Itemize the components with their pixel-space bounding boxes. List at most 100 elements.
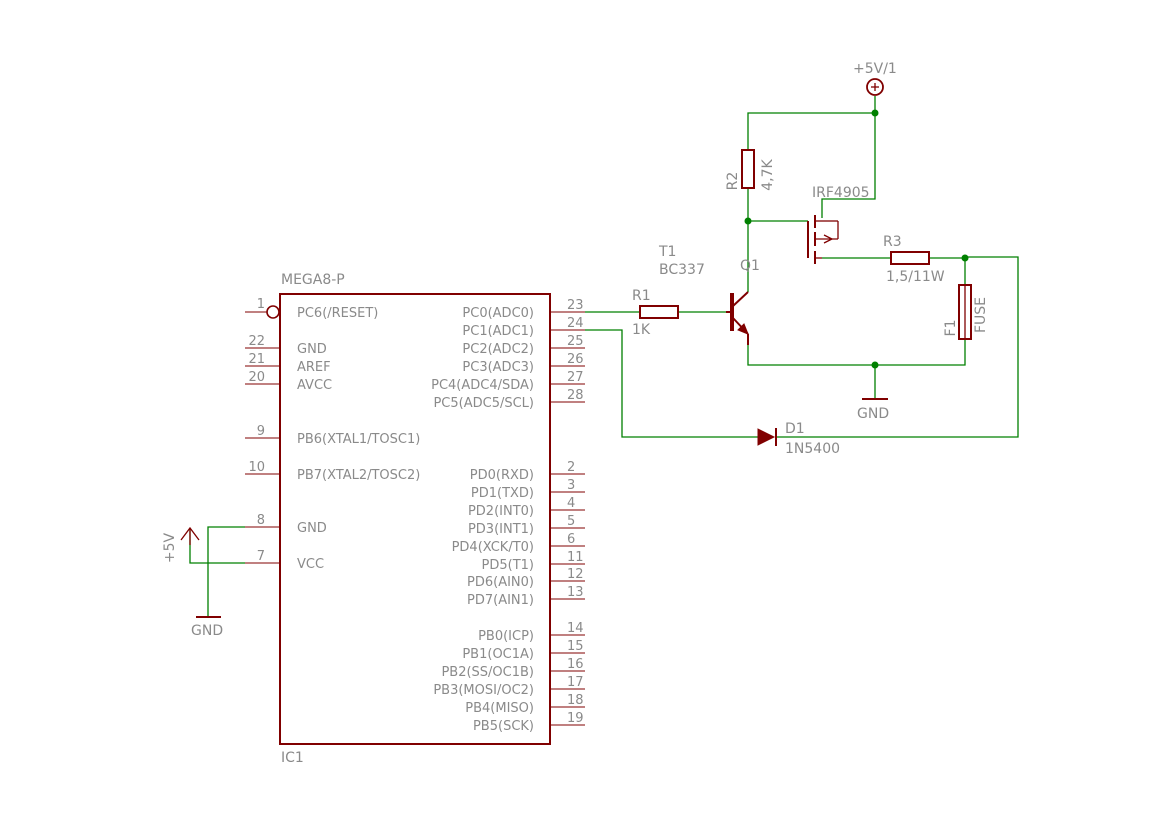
r1-ref-label: R1: [632, 288, 651, 304]
pin-number: 3: [567, 478, 575, 493]
d1-value-label: 1N5400: [785, 441, 840, 457]
d1-ref-label: D1: [785, 421, 805, 437]
pin-number: 26: [567, 352, 584, 367]
ic1-ref-label: IC1: [281, 750, 304, 766]
pin-number: 4: [567, 496, 575, 511]
q1-ref-label: Q1: [740, 258, 760, 274]
ic1-body: [279, 293, 551, 745]
q1-value-label: IRF4905: [812, 185, 870, 201]
pin-name: GND: [297, 342, 327, 357]
left-supply: +5V GND: [162, 526, 245, 639]
pin-number: 20: [248, 370, 265, 385]
pin-name: PD1(TXD): [471, 486, 534, 501]
pin-name: PB1(OC1A): [462, 647, 534, 662]
t1-emitter-arrow-icon: [737, 323, 749, 335]
pin-number: 11: [567, 550, 584, 565]
ic1-left-pins: 1 22 21 20 9 10 8 7 PC6(/RESET) GND AREF…: [245, 297, 420, 572]
pin-name: PC6(/RESET): [297, 306, 378, 321]
pin-number: 8: [257, 513, 265, 528]
pin-name: PD7(AIN1): [467, 593, 534, 608]
pin-number: 18: [567, 693, 584, 708]
pin-name: PB4(MISO): [465, 701, 534, 716]
pin-number: 6: [567, 532, 575, 547]
pin-name: PC0(ADC0): [462, 306, 534, 321]
pin-name: PB3(MOSI/OC2): [433, 683, 534, 698]
pin-name: GND: [297, 521, 327, 536]
junction-dot: [961, 254, 969, 262]
r1-body: [639, 305, 679, 319]
pin-number: 2: [567, 460, 575, 475]
r2-body: [741, 149, 755, 189]
pin-name: PB5(SCK): [473, 719, 534, 734]
pin-number: 19: [567, 711, 584, 726]
pin-number: 24: [567, 316, 584, 331]
pin-name: PD2(INT0): [468, 504, 534, 519]
pin-number: 25: [567, 334, 584, 349]
gnd-right-label: GND: [857, 406, 889, 422]
r2-ref-label: R2: [725, 172, 741, 191]
f1-ref-label: F1: [943, 320, 959, 337]
ic1-mega8: MEGA8-P IC1: [279, 272, 551, 766]
pin-name: PD0(RXD): [470, 468, 534, 483]
resistor-r2: R2 4,7K: [725, 149, 776, 191]
r2-value-label: 4,7K: [760, 158, 776, 190]
pin-number: 21: [248, 352, 265, 367]
pin-number: 22: [248, 334, 265, 349]
f1-value-label: FUSE: [973, 297, 989, 333]
transistor-t1: T1 BC337: [658, 244, 749, 345]
pin-number: 14: [567, 621, 584, 636]
pin-number: 10: [248, 460, 265, 475]
t1-value-label: BC337: [659, 262, 705, 278]
pin-name: PC2(ADC2): [462, 342, 534, 357]
r3-body: [890, 251, 930, 265]
q1-arrow-icon: [823, 234, 834, 244]
diode-d1: D1 1N5400: [757, 421, 840, 457]
t1-ref-label: T1: [658, 244, 676, 260]
junction-dot: [871, 361, 879, 369]
pin-name: PB6(XTAL1/TOSC1): [297, 432, 420, 447]
pin-name: PB0(ICP): [478, 629, 534, 644]
junctions: [744, 109, 969, 369]
pin-name: PD3(INT1): [468, 522, 534, 537]
r3-value-label: 1,5/11W: [886, 269, 945, 285]
pin-name: PC3(ADC3): [462, 360, 534, 375]
resistor-r1: R1 1K: [632, 288, 679, 338]
pin-number: 13: [567, 585, 584, 600]
gnd-left-label: GND: [191, 623, 223, 639]
ic1-part-label: MEGA8-P: [281, 272, 345, 288]
r3-ref-label: R3: [883, 234, 902, 250]
pin-number: 5: [567, 514, 575, 529]
d1-body-icon: [757, 428, 776, 446]
pin-name: PD6(AIN0): [467, 575, 534, 590]
reset-bubble: [266, 305, 280, 319]
pin-name: PD4(XCK/T0): [452, 540, 534, 555]
pin-number: 27: [567, 370, 584, 385]
pin-number: 15: [567, 639, 584, 654]
pin-name: PC1(ADC1): [462, 324, 534, 339]
pin-name: PD5(T1): [482, 558, 534, 573]
pin-name: AVCC: [297, 378, 332, 393]
mosfet-q1: IRF4905 Q1: [740, 185, 870, 274]
pin-number: 23: [567, 298, 584, 313]
resistor-r3: R3 1,5/11W: [883, 234, 945, 285]
pin-name: VCC: [297, 557, 324, 572]
vplus-top-label: +5V/1: [853, 61, 897, 77]
pin-number: 7: [257, 549, 265, 564]
pin-name: PB2(SS/OC1B): [441, 665, 534, 680]
pin-name: PC5(ADC5/SCL): [433, 396, 534, 411]
pin-name: AREF: [297, 360, 331, 375]
fuse-f1: F1 FUSE: [943, 284, 989, 340]
pin-name: PC4(ADC4/SDA): [431, 378, 534, 393]
vplus-top-supply: +5V/1: [853, 61, 897, 96]
pin-number: 16: [567, 657, 584, 672]
ic1-right-pins: 23 24 25 26 27 28 2 3 4 5 6 11 12 13 14 …: [431, 298, 585, 734]
vplus-left-label: +5V: [162, 532, 178, 563]
pin-name: PB7(XTAL2/TOSC2): [297, 468, 420, 483]
pin-number: 28: [567, 388, 584, 403]
nets: [585, 96, 1019, 438]
gnd-right: GND: [857, 398, 889, 422]
pin-number: 17: [567, 675, 584, 690]
junction-dot: [871, 109, 879, 117]
r1-value-label: 1K: [632, 322, 651, 338]
